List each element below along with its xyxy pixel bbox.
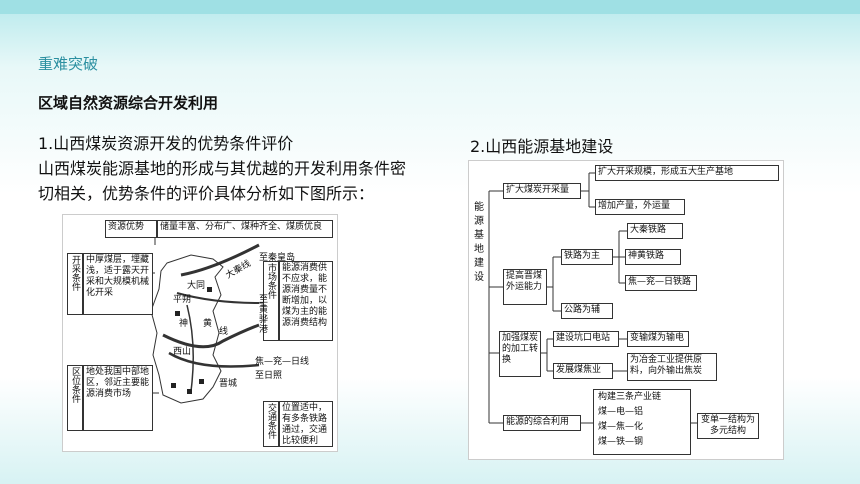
- node-expand-mining: 扩大煤炭开采量: [503, 183, 581, 199]
- page-heading: 区域自然资源综合开发利用: [38, 94, 219, 112]
- node-increase-output: 增加产量，外运量: [595, 199, 685, 215]
- mining-condition-text: 中厚煤层，埋藏浅，适于露天开采和大规模机械化开采: [83, 253, 153, 315]
- node-comprehensive-use: 能源的综合利用: [503, 415, 581, 431]
- market-condition-text: 能源消费供不应求，能源消费量不断增加，以煤为主的能源消费结构: [279, 261, 333, 341]
- shanxi-map-graphic: [105, 227, 263, 404]
- figure-energy-base-tree: 能源基地建设 扩大煤炭开采量 扩大开采规模，形成五大生产基地 增加产量，外运量 …: [468, 160, 784, 460]
- node-shenhuang-rail: 神黄铁路: [625, 249, 681, 265]
- map-label-to-rizhao: 至日照: [255, 371, 283, 381]
- node-processing: 加强煤炭的加工转换: [499, 331, 541, 377]
- resource-advantage-text: 储量丰富、分布广、煤种齐全、煤质优良: [157, 220, 333, 238]
- chain-title: 构建三条产业链: [598, 392, 662, 402]
- node-industry-chains: 构建三条产业链 煤—电—铝 煤—焦—化 煤—铁—钢: [593, 389, 691, 455]
- top-accent-bar: [0, 0, 860, 14]
- mining-condition-label: 开采条件: [67, 253, 83, 315]
- map-label-to-qinhuangdao: 至秦皇岛: [259, 253, 296, 263]
- node-diversify-structure: 变单一结构为多元结构: [697, 413, 759, 439]
- map-label-xishan: 西山: [173, 347, 192, 357]
- node-mine-power: 建设坑口电站: [553, 331, 619, 347]
- map-label-jyr-line: 焦—兖—日线: [255, 357, 310, 367]
- node-daqin-rail: 大秦铁路: [627, 223, 683, 239]
- subheading-1: 1.山西煤炭资源开发的优势条件评价: [38, 134, 294, 153]
- transport-condition-label: 交通条件: [263, 401, 279, 447]
- node-metallurgy-supply: 为冶金工业提供原料，向外输出焦炭: [627, 353, 717, 381]
- location-condition-label: 区位条件: [67, 365, 83, 431]
- subheading-2: 2.山西能源基地建设: [470, 137, 614, 156]
- map-label-pingshuo: 平朔: [173, 295, 192, 305]
- chain-coal-power-al: 煤—电—铝: [598, 407, 644, 417]
- node-rail-main: 铁路为主: [561, 249, 613, 265]
- chain-coal-coke-chem: 煤—焦—化: [598, 422, 644, 432]
- map-label-jincheng: 晋城: [219, 379, 238, 389]
- location-condition-text: 地处我国中部地区，邻近主要能源消费市场: [83, 365, 153, 431]
- map-label-shen: 神: [179, 319, 189, 329]
- paragraph: 山西煤炭能源基地的形成与其优越的开发利用条件密切相关，优势条件的评价具体分析如下…: [38, 159, 407, 203]
- node-transport-capacity: 提高晋煤外运能力: [503, 269, 547, 305]
- map-label-to-huanghua: 至黄骅港: [259, 295, 269, 335]
- market-condition-label: 市场条件: [263, 261, 279, 341]
- node-coal-to-power: 变输煤为输电: [627, 331, 689, 347]
- section-title: 重难突破: [38, 55, 99, 73]
- node-expand-scale: 扩大开采规模，形成五大生产基地: [595, 165, 779, 181]
- tree-connectors: [488, 172, 697, 424]
- chain-coal-iron-steel: 煤—铁—钢: [598, 437, 644, 447]
- map-label-datong: 大同: [187, 281, 206, 291]
- node-jyr-rail: 焦—兖—日铁路: [625, 275, 697, 291]
- root-label: 能源基地建设: [474, 202, 484, 283]
- node-road-aux: 公路为辅: [561, 303, 613, 319]
- figure-coal-advantages: 资源优势 储量丰富、分布广、煤种齐全、煤质优良 开采条件 中厚煤层，埋藏浅，适于…: [62, 214, 338, 452]
- resource-advantage-label: 资源优势: [105, 220, 157, 238]
- map-label-huang: 黄: [203, 319, 213, 329]
- transport-condition-text: 位置适中，有多条铁路通过，交通比较便利: [279, 401, 333, 447]
- map-label-xian: 线: [219, 327, 229, 337]
- node-coking: 发展煤焦业: [553, 363, 613, 379]
